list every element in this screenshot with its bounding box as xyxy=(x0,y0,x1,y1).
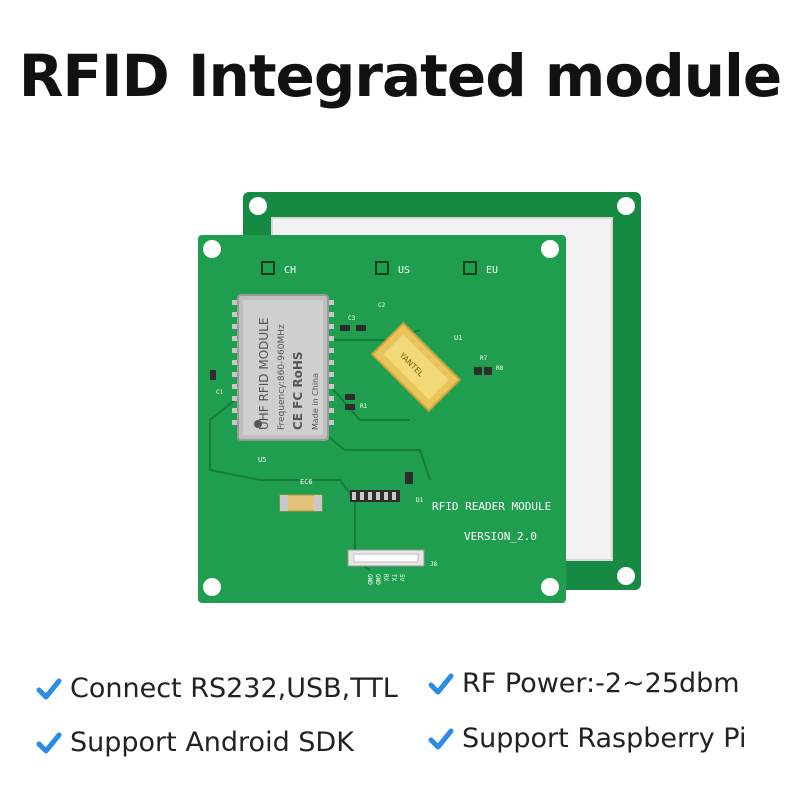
feature-item: Support Android SDK xyxy=(36,727,354,758)
connector-j8 xyxy=(347,549,425,567)
feature-item: Connect RS232,USB,TTL xyxy=(36,673,398,704)
ref-d1: D1 xyxy=(416,497,424,504)
ref-r7: R7 xyxy=(480,355,488,362)
module-origin: Made in China xyxy=(311,373,320,430)
pin-label-rx: RX xyxy=(382,574,389,582)
region-label-eu: EU xyxy=(486,265,498,276)
feature-text: Support Android SDK xyxy=(70,727,354,758)
coupler-chip: YANTEL xyxy=(370,321,462,413)
pin-label-gnd-2: GND xyxy=(374,574,381,585)
board-version: VERSION_2.0 xyxy=(464,530,537,543)
feature-item: RF Power:-2~25dbm xyxy=(428,668,740,699)
checkmark-icon xyxy=(428,673,454,694)
ref-j8: J8 xyxy=(430,561,438,568)
feature-list: Connect RS232,USB,TTL RF Power:-2~25dbm … xyxy=(0,660,800,780)
checkmark-icon xyxy=(428,728,454,749)
feature-item: Support Raspberry Pi xyxy=(428,723,746,754)
feature-text: Support Raspberry Pi xyxy=(462,723,747,754)
module-certifications: CE FC RoHS xyxy=(291,351,305,430)
pin-label-tx: TX xyxy=(390,574,397,582)
module-frequency: Frequency:860-960MHz xyxy=(277,324,287,430)
ref-c2: C2 xyxy=(378,302,386,309)
feature-text: RF Power:-2~25dbm xyxy=(462,668,740,699)
ref-ec6: EC6 xyxy=(300,478,313,486)
rfid-module-photo: CH US EU xyxy=(198,192,641,603)
ref-r1: R1 xyxy=(360,403,368,410)
module-label: UHF RFID MODULE xyxy=(257,318,271,430)
ref-c1: C1 xyxy=(216,389,224,396)
feature-text: Connect RS232,USB,TTL xyxy=(70,673,398,704)
capacitor-ec6 xyxy=(279,494,323,512)
checkmark-icon xyxy=(36,732,62,753)
ref-u5: U5 xyxy=(258,456,266,464)
board-name: RFID READER MODULE xyxy=(432,500,551,513)
page-title: RFID Integrated module xyxy=(18,42,782,110)
ref-u1: U1 xyxy=(454,334,462,342)
pin-label-gnd-1: GND xyxy=(366,574,373,585)
ref-r8: R8 xyxy=(496,365,504,372)
region-label-ch: CH xyxy=(284,265,296,276)
region-label-us: US xyxy=(398,265,410,276)
reader-board: CH US EU xyxy=(198,235,566,603)
checkmark-icon xyxy=(36,678,62,699)
pin-label-5v: 5V xyxy=(398,574,405,582)
ref-c3: C3 xyxy=(348,315,356,322)
uhf-module: UHF RFID MODULE Frequency:860-960MHz CE … xyxy=(232,294,334,441)
